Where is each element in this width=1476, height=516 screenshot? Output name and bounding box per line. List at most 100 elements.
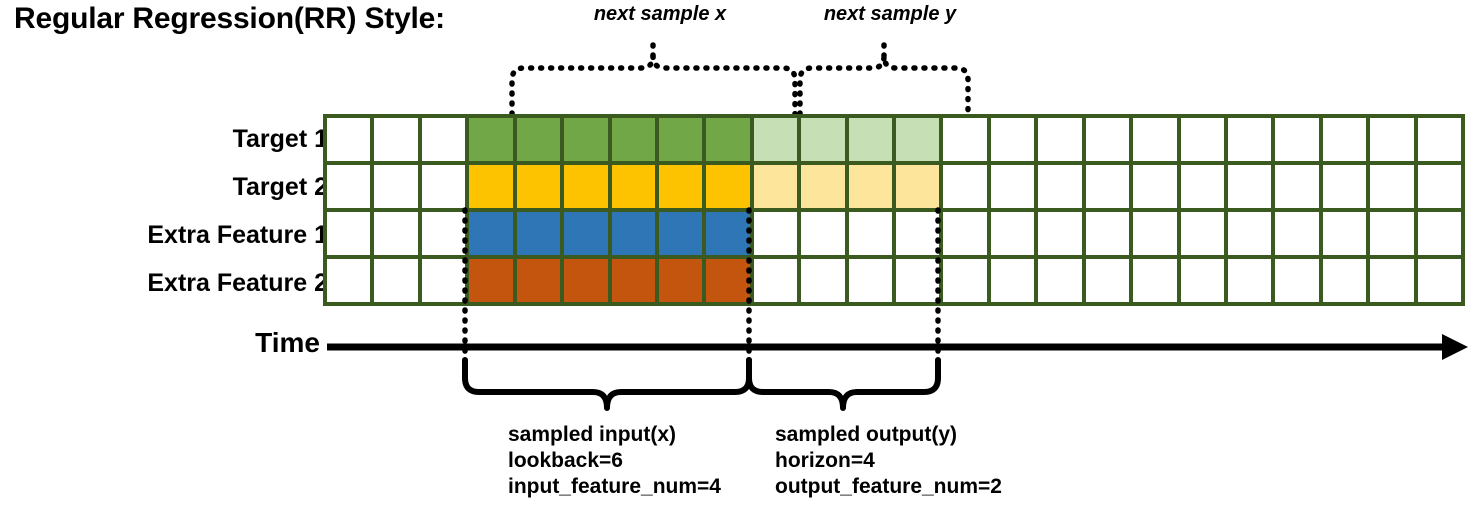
grid-cell-r1-c15-blank [990,118,1035,161]
grid-cell-r2-c14-blank [943,165,987,208]
grid-cell-r3-c15-blank [990,212,1035,255]
grid-cell-r4-c8-input [658,259,703,302]
grid-cell-r3-c5-input [516,212,561,255]
grid-cell-r3-c13-blank [896,212,940,255]
grid-cell-r4-c2-blank [374,259,418,302]
grid-cell-r1-c11-output [801,118,845,161]
annotation-next-sample-y: next sample y [823,3,957,25]
sampled-output-line-3: output_feature_num=2 [775,475,1002,498]
grid-cell-r2-c7-input [611,165,655,208]
grid-cell-r1-c20-blank [1227,118,1272,161]
sampled-output-line-2: horizon=4 [775,449,875,472]
grid-cell-r1-c17-blank [1085,118,1130,161]
grid-cell-r4-c18-blank [1133,259,1177,302]
grid-cell-r1-c13-output [896,118,940,161]
grid-cell-r2-c23-blank [1370,165,1414,208]
grid-cell-r4-c14-blank [943,259,987,302]
grid-cell-r4-c5-input [516,259,561,302]
grid-cell-r2-c17-blank [1085,165,1130,208]
timeseries-grid [323,114,1465,306]
sampled-output-line-1: sampled output(y) [775,423,957,446]
grid-cell-r1-c12-output [848,118,892,161]
grid-cell-r1-c22-blank [1322,118,1367,161]
grid-cell-r4-c23-blank [1370,259,1414,302]
sampled-input-line-1: sampled input(x) [508,423,677,446]
time-axis-label: Time [255,327,320,358]
grid-cell-r1-c6-input [564,118,608,161]
grid-cell-r4-c4-input [469,259,513,302]
grid-cell-r4-c15-blank [990,259,1035,302]
grid-cell-r2-c1-blank [327,165,371,208]
grid-cell-r3-c2-blank [374,212,418,255]
grid-cell-r3-c14-blank [943,212,987,255]
grid-cell-r2-c24-blank [1417,165,1461,208]
grid-cell-r2-c2-blank [374,165,418,208]
grid-cell-r1-c5-input [516,118,561,161]
grid-cell-r4-c6-input [564,259,608,302]
grid-cell-r1-c24-blank [1417,118,1461,161]
grid-cell-r1-c7-input [611,118,655,161]
grid-cell-r1-c2-blank [374,118,418,161]
grid-cell-r4-c21-blank [1275,259,1319,302]
sampled-input-line-3: input_feature_num=4 [508,475,721,498]
grid-cell-r2-c11-output [801,165,845,208]
grid-cell-r3-c1-blank [327,212,371,255]
grid-cell-r2-c3-blank [421,165,466,208]
grid-cell-r2-c15-blank [990,165,1035,208]
grid-cell-r3-c21-blank [1275,212,1319,255]
row-label-target-2: Target 2 [232,173,328,201]
grid-cell-r2-c20-blank [1227,165,1272,208]
grid-cell-r3-c23-blank [1370,212,1414,255]
grid-cell-r1-c1-blank [327,118,371,161]
grid-cell-r3-c22-blank [1322,212,1367,255]
grid-cell-r3-c8-input [658,212,703,255]
grid-cell-r3-c18-blank [1133,212,1177,255]
grid-cell-r3-c6-input [564,212,608,255]
grid-cell-r3-c19-blank [1180,212,1224,255]
grid-cell-r3-c9-input [706,212,750,255]
grid-cell-r4-c13-blank [896,259,940,302]
grid-cell-r2-c13-output [896,165,940,208]
grid-cell-r3-c20-blank [1227,212,1272,255]
page-title: Regular Regression(RR) Style: [14,2,445,35]
grid-cell-r4-c11-blank [801,259,845,302]
grid-cell-r3-c24-blank [1417,212,1461,255]
grid-cell-r2-c6-input [564,165,608,208]
grid-cell-r4-c3-blank [421,259,466,302]
grid-cell-r2-c5-input [516,165,561,208]
grid-cell-r2-c9-input [706,165,750,208]
grid-cell-r1-c4-input [469,118,513,161]
row-label-extra-feature-2: Extra Feature 2 [147,269,328,297]
grid-cell-r4-c24-blank [1417,259,1461,302]
grid-cell-r3-c4-input [469,212,513,255]
annotation-next-sample-x: next sample x [593,3,727,25]
grid-cell-r3-c17-blank [1085,212,1130,255]
grid-cell-r2-c10-output [753,165,798,208]
grid-cell-r4-c22-blank [1322,259,1367,302]
grid-cell-r1-c21-blank [1275,118,1319,161]
grid-cell-r4-c7-input [611,259,655,302]
grid-cell-r3-c10-blank [753,212,798,255]
grid-cell-r1-c10-output [753,118,798,161]
grid-cell-r4-c1-blank [327,259,371,302]
grid-cell-r1-c23-blank [1370,118,1414,161]
grid-cell-r4-c19-blank [1180,259,1224,302]
grid-cell-r4-c20-blank [1227,259,1272,302]
grid-cell-r1-c16-blank [1038,118,1082,161]
annotation-sampled-output: sampled output(y) horizon=4 output_featu… [775,422,1002,500]
grid-cell-r1-c8-input [658,118,703,161]
grid-cell-r2-c4-input [469,165,513,208]
grid-cell-r1-c9-input [706,118,750,161]
grid-cell-r2-c22-blank [1322,165,1367,208]
grid-cell-r1-c18-blank [1133,118,1177,161]
grid-cell-r2-c19-blank [1180,165,1224,208]
grid-cell-r3-c11-blank [801,212,845,255]
grid-cell-r4-c9-input [706,259,750,302]
grid-cell-r4-c10-blank [753,259,798,302]
grid-cell-r3-c3-blank [421,212,466,255]
grid-cell-r1-c14-blank [943,118,987,161]
grid-cell-r2-c12-output [848,165,892,208]
grid-cell-r4-c12-blank [848,259,892,302]
grid-cell-r3-c7-input [611,212,655,255]
